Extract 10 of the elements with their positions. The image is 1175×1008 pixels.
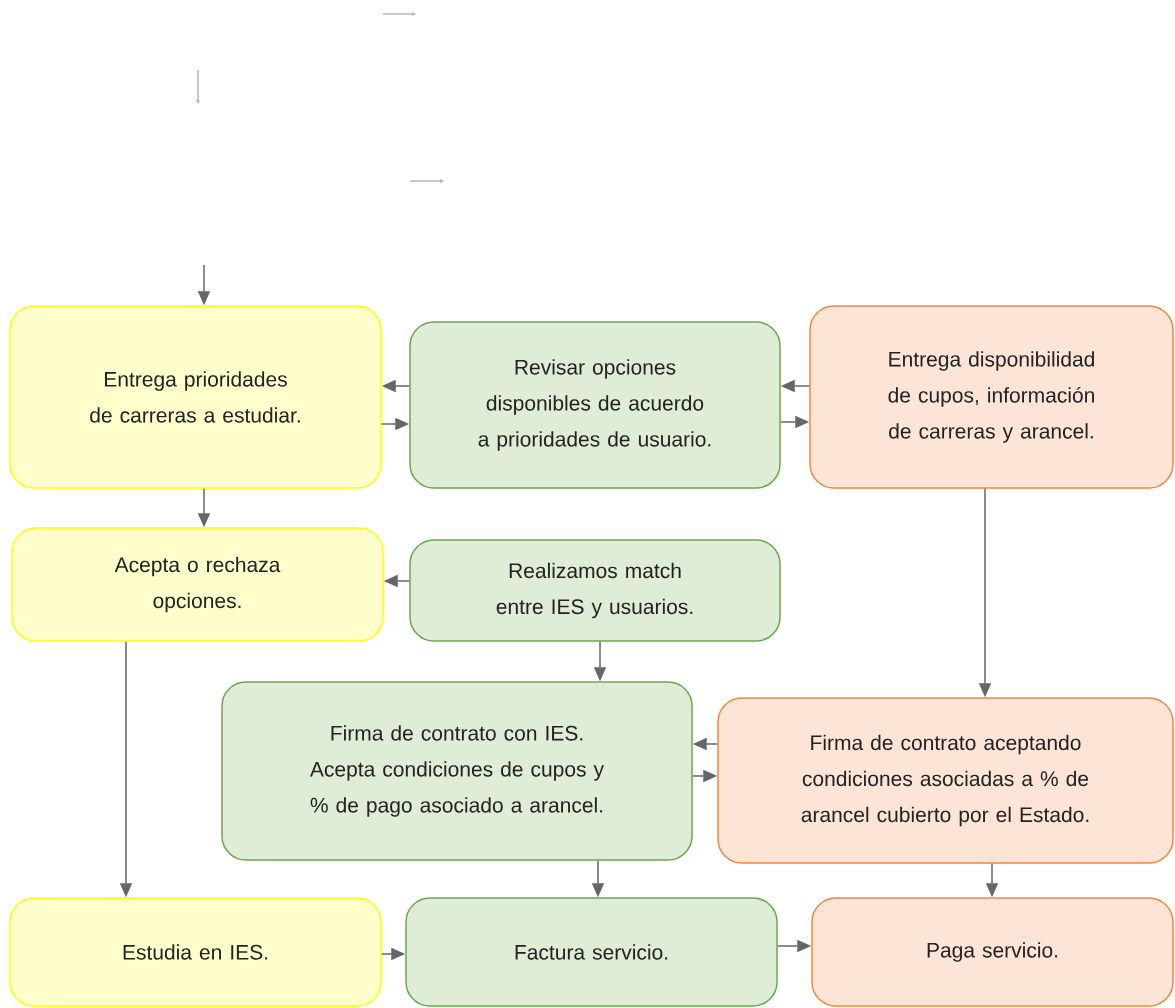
process-box: Realizamos match entre IES y usuarios. <box>409 539 781 642</box>
process-box: Firma de contrato con IES. Acepta condiciones de cupos y % de pago asociado a arancel. <box>221 681 693 861</box>
process-box: Firma de contrato aceptando condiciones asociadas a % de arancel cubierto por el Estado. <box>717 697 1174 864</box>
process-box: Acepta o rechaza opciones. <box>11 527 384 642</box>
process-box: Entrega prioridades de carreras a estudiar. <box>9 305 382 489</box>
process-box: Factura servicio. <box>405 897 778 1007</box>
process-box: Entrega disponibilidad de cupos, información de carreras y arancel. <box>809 305 1174 489</box>
process-box: Revisar opciones disponibles de acuerdo a prioridades de usuario. <box>409 321 781 489</box>
process-box: Paga servicio. <box>811 897 1174 1007</box>
process-box: Estudia en IES. <box>9 897 382 1007</box>
